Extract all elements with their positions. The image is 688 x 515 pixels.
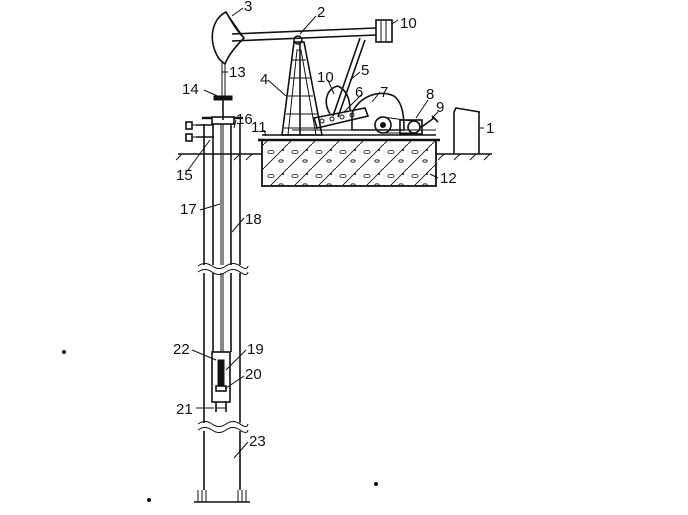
beam-counterweight — [375, 19, 393, 43]
label-9: 9 — [436, 99, 444, 116]
label-18: 18 — [245, 211, 262, 228]
label-8: 8 — [426, 86, 434, 103]
label-14: 14 — [182, 81, 199, 98]
belt-pulley — [374, 116, 413, 134]
horse-head — [211, 10, 246, 66]
label-19: 19 — [247, 341, 264, 358]
well-bottom — [194, 490, 250, 503]
label-5: 5 — [361, 62, 369, 79]
break-marks — [197, 263, 249, 433]
plunger — [217, 359, 225, 387]
walking-beam — [231, 27, 377, 45]
label-15: 15 — [176, 167, 193, 184]
standing-valve — [215, 402, 227, 412]
label-16: 16 — [236, 111, 253, 128]
sucker-rod — [220, 124, 224, 352]
label-20: 20 — [245, 366, 262, 383]
label-22: 22 — [173, 341, 190, 358]
pump-barrel — [211, 351, 231, 403]
gear-reducer — [351, 92, 405, 131]
crank — [312, 107, 370, 129]
label-7: 7 — [380, 84, 388, 101]
label-13: 13 — [229, 64, 246, 81]
concrete-foundation — [261, 139, 437, 187]
control-box — [453, 107, 481, 154]
scan-specks — [62, 350, 378, 502]
label-6: 6 — [355, 84, 363, 101]
label-12: 12 — [440, 170, 457, 187]
samson-post — [281, 41, 323, 136]
label-10-counterweight: 10 — [400, 15, 417, 32]
label-4: 4 — [260, 71, 268, 88]
label-11: 11 — [251, 119, 267, 136]
casing — [203, 124, 241, 490]
wellhead — [185, 116, 243, 142]
label-2: 2 — [317, 4, 325, 21]
label-3: 3 — [244, 0, 252, 15]
polished-rod — [213, 62, 233, 120]
traveling-valve — [215, 385, 227, 392]
ground-surface — [175, 153, 492, 161]
tubing — [212, 124, 232, 352]
leader-lines — [187, 7, 484, 459]
label-23: 23 — [249, 433, 266, 450]
label-1: 1 — [486, 120, 494, 137]
label-17: 17 — [180, 201, 197, 218]
label-10-crank: 10 — [317, 69, 334, 86]
label-21: 21 — [176, 401, 193, 418]
part-labels: 1 2 3 4 5 6 7 8 9 10 10 11 12 13 14 15 1… — [173, 0, 494, 450]
crank-counterweight — [325, 85, 351, 115]
